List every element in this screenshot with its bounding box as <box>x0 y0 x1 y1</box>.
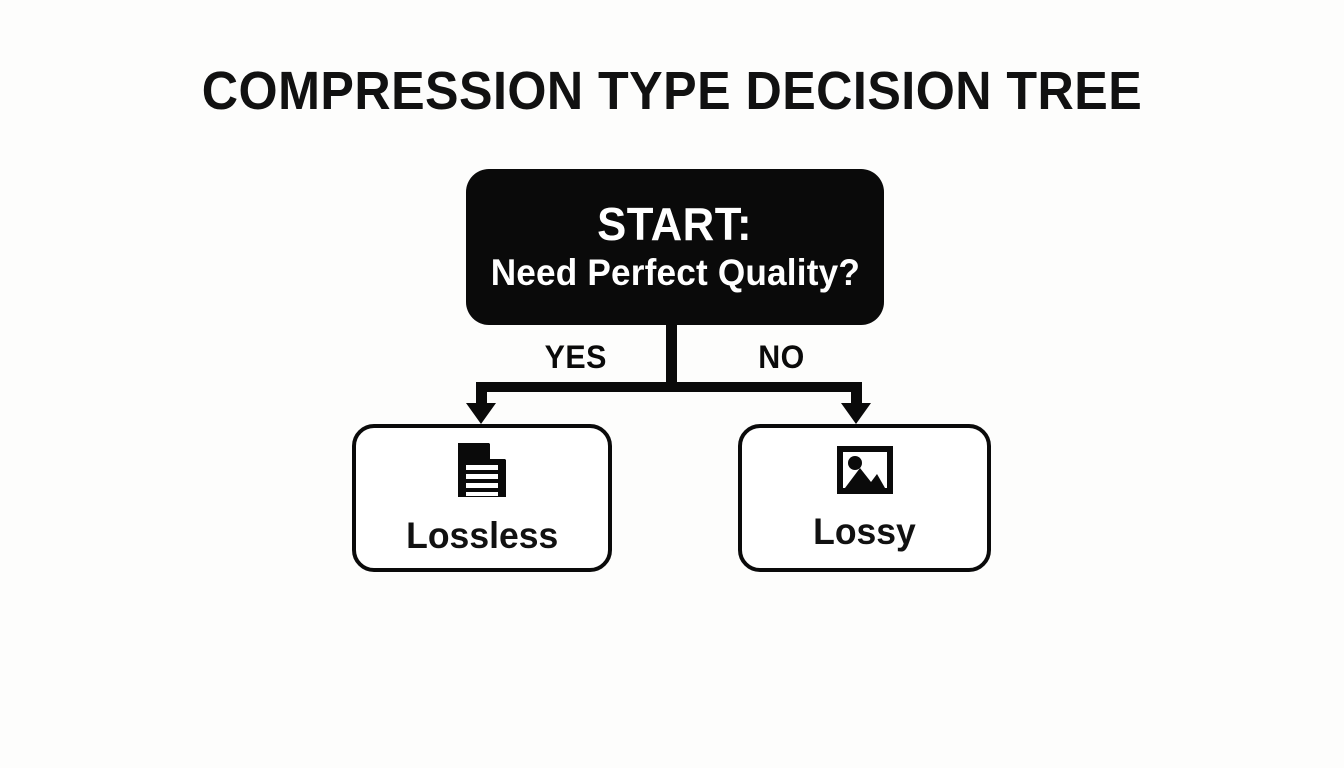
start-node-question: Need Perfect Quality? <box>490 252 860 293</box>
image-icon <box>836 445 894 500</box>
arrowhead-left-icon <box>466 403 496 424</box>
outcome-node-lossless[interactable]: Lossless <box>352 424 612 572</box>
arrowhead-right-icon <box>841 403 871 424</box>
outcome-label-lossless: Lossless <box>405 514 559 556</box>
edge-label-yes: YES <box>544 339 607 375</box>
start-node-heading: START: <box>597 198 753 250</box>
connector-bar-horizontal <box>476 382 862 392</box>
page-title: COMPRESSION TYPE DECISION TREE <box>201 61 1143 121</box>
document-icon <box>456 441 508 504</box>
connector-drop-left <box>476 382 487 407</box>
outcome-label-lossy: Lossy <box>813 510 916 552</box>
connector-drop-right <box>851 382 862 407</box>
connector-stem-vertical <box>666 325 677 383</box>
outcome-node-lossy[interactable]: Lossy <box>738 424 991 572</box>
decision-node-start[interactable]: START: Need Perfect Quality? <box>466 169 884 325</box>
edge-label-no: NO <box>758 339 805 375</box>
